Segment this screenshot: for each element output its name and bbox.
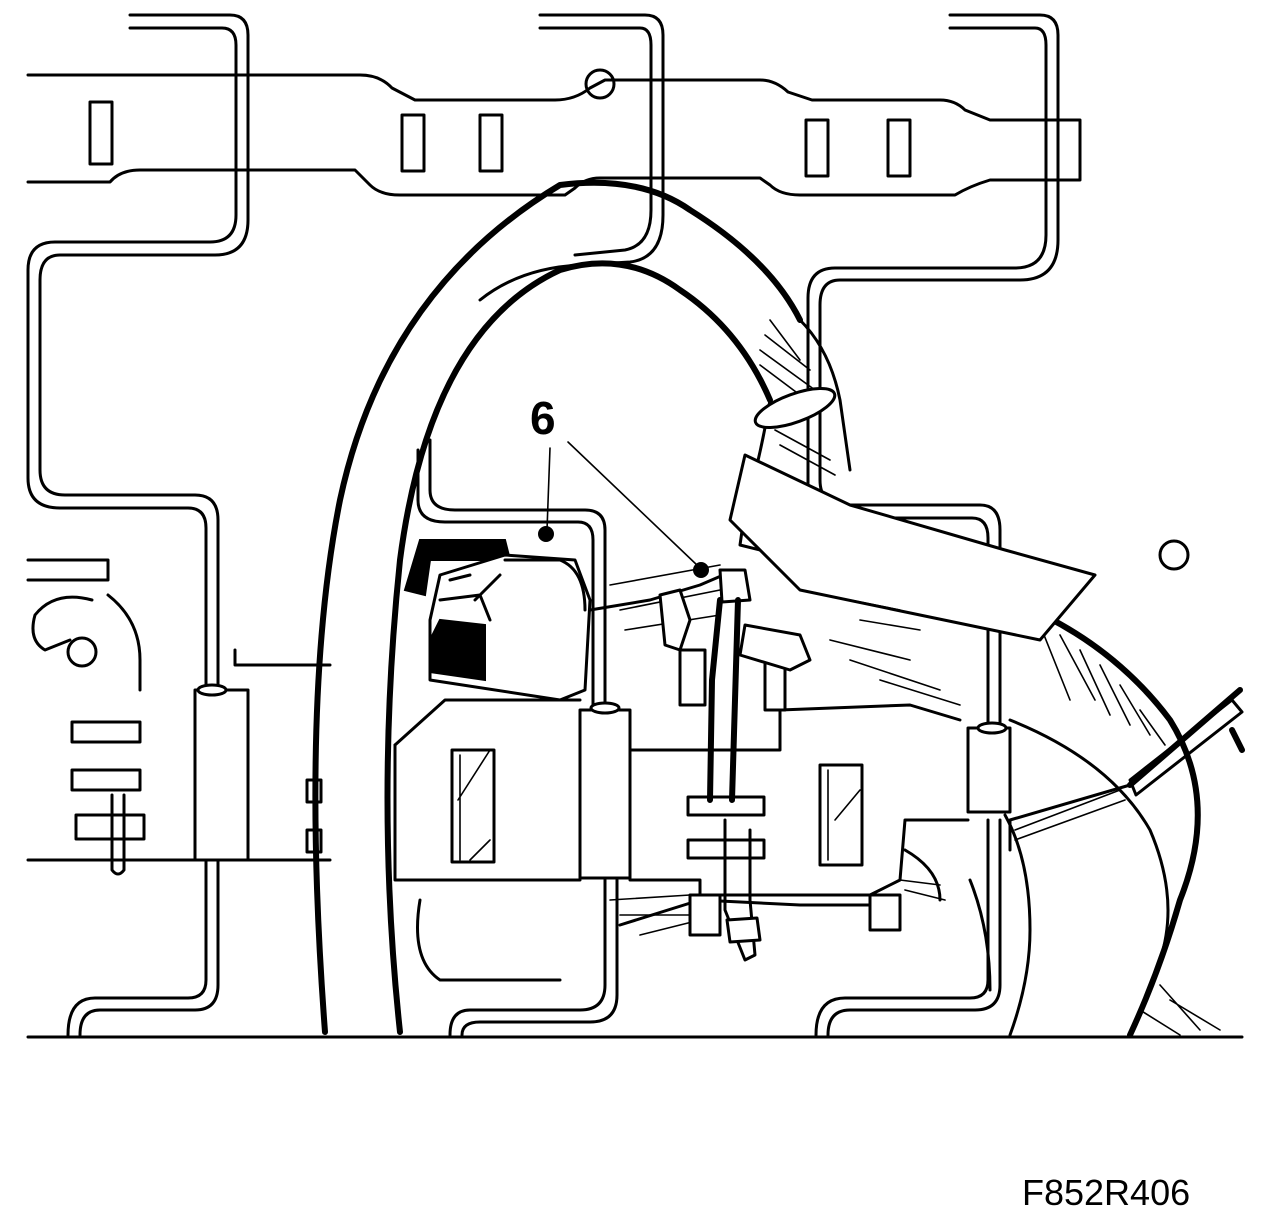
connector-housing	[403, 539, 737, 702]
left-bracket	[26, 558, 332, 876]
right-harness-sweep	[968, 597, 1221, 1038]
figure-id: F852R406	[1022, 1172, 1191, 1213]
harness-strap	[728, 453, 1190, 706]
callout-6: 6	[530, 392, 709, 578]
frame-hole	[584, 68, 616, 100]
callout-number: 6	[530, 392, 556, 444]
top-frame-bar	[26, 68, 1082, 197]
frame-slot	[400, 113, 426, 173]
frame-slot	[88, 100, 114, 166]
wiring-harness	[312, 179, 852, 1035]
cable-tie-assembly	[609, 568, 946, 962]
frame-slot	[478, 113, 504, 173]
frame-slot	[804, 118, 830, 178]
rail-clips	[193, 683, 1012, 880]
frame-slot	[886, 118, 912, 178]
side-cable	[1008, 687, 1245, 852]
leader-line	[546, 447, 551, 531]
center-bracket	[305, 698, 970, 897]
leader-dot	[693, 562, 709, 578]
frame-hole	[1158, 539, 1190, 571]
leader-dot	[538, 526, 554, 542]
seat-springs	[26, 13, 1060, 1037]
leader-line	[567, 441, 699, 567]
